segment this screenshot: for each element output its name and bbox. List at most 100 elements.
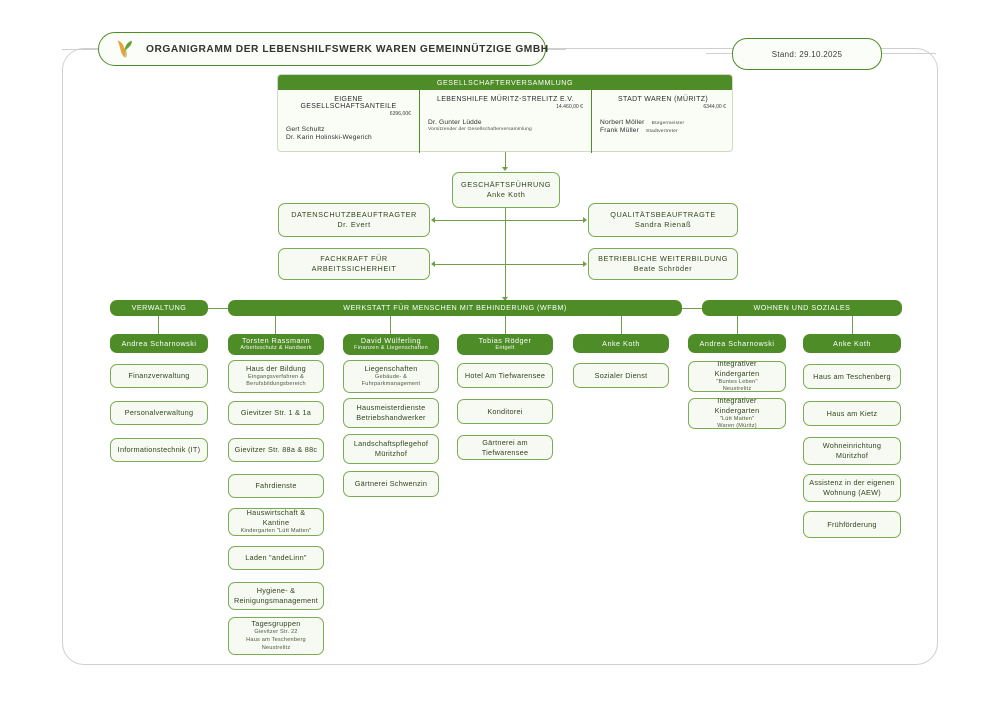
person-name: Frank Müller <box>600 127 640 134</box>
box-title: GESCHÄFTSFÜHRUNG <box>461 180 551 190</box>
box-fachkraft-arbeitssicherheit[interactable]: FACHKRAFT FÜR ARBEITSSICHERHEIT <box>278 248 430 280</box>
shareholder-amount: 6396,00€ <box>389 111 411 117</box>
unit-title-2: Müritzhof <box>835 451 869 460</box>
butterfly-leaf-logo-icon <box>117 40 132 58</box>
unit-fahrdienste[interactable]: Fahrdienste <box>228 474 324 498</box>
connector-ceo-spine <box>505 208 506 300</box>
unit-title: Informationstechnik (IT) <box>117 445 201 455</box>
lead-torsten-rassmann[interactable]: Torsten Rassmann Arbeitsschutz & Handwer… <box>228 334 324 355</box>
connector-division-to-lead <box>737 316 738 334</box>
connector-division-to-lead <box>275 316 276 334</box>
box-title: FACHKRAFT FÜR ARBEITSSICHERHEIT <box>311 254 397 273</box>
shareholder-people: Norbert Möller Bürgermeister Frank Mülle… <box>600 119 726 134</box>
box-title: BETRIEBLICHE WEITERBILDUNG <box>598 254 728 264</box>
unit-informationstechnik[interactable]: Informationstechnik (IT) <box>110 438 208 462</box>
lead-verwaltung[interactable]: Andrea Scharnowski <box>110 334 208 353</box>
connector-ceo-to-weiterbildung <box>505 264 584 265</box>
shareholder-person: Vorsitzender der Gesellschafterversammlu… <box>428 127 583 132</box>
shareholder-person: Dr. Karin Holinski-Wegerich <box>286 134 411 141</box>
box-qualitaetsbeauftragte[interactable]: QUALITÄTSBEAUFTRAGTE Sandra Rienaß <box>588 203 738 237</box>
shareholder-person: Frank Müller Stadtvertreter <box>600 127 726 134</box>
box-person: Anke Koth <box>486 190 526 199</box>
unit-title: Hotel Am Tiefwarensee <box>464 370 546 380</box>
unit-haus-der-bildung[interactable]: Haus der Bildung Eingangsverfahren & Ber… <box>228 360 324 393</box>
unit-title: Sozialer Dienst <box>594 370 648 380</box>
unit-gaertnerei-schwenzin[interactable]: Gärtnerei Schwenzin <box>343 471 439 497</box>
title-pill-right-stub <box>544 49 566 50</box>
lead-name: Andrea Scharnowski <box>699 338 775 348</box>
unit-hygiene-reinigungsmanagement[interactable]: Hygiene- & Reinigungsmanagement <box>228 582 324 610</box>
shareholder-column-lebenshilfe: LEBENSHILFE MÜRITZ-STRELITZ E.V. 14.460,… <box>419 90 591 153</box>
box-betriebliche-weiterbildung[interactable]: BETRIEBLICHE WEITERBILDUNG Beate Schröde… <box>588 248 738 280</box>
connector-ceo-to-qualitaet <box>505 220 584 221</box>
lead-anke-koth-wfbm[interactable]: Anke Koth <box>573 334 669 353</box>
unit-haus-am-teschenberg[interactable]: Haus am Teschenberg <box>803 364 901 389</box>
unit-tagesgruppen[interactable]: Tagesgruppen Gievitzer Str. 22 Haus am T… <box>228 617 324 655</box>
unit-title: Integrativer Kindergarten <box>714 358 760 378</box>
lead-role: Arbeitsschutz & Handwerk <box>240 345 312 352</box>
connector-shareholders-to-ceo <box>505 152 506 168</box>
lead-name: Anke Koth <box>602 338 640 348</box>
unit-hausmeisterdienste[interactable]: Hausmeisterdienste Betriebshandwerker <box>343 398 439 428</box>
person-name: Dr. Karin Holinski-Wegerich <box>286 134 372 141</box>
unit-fruehfoerderung[interactable]: Frühförderung <box>803 511 901 538</box>
unit-title: Gärtnerei am Tiefwarensee <box>481 437 529 457</box>
division-wfbm[interactable]: WERKSTATT FÜR MENSCHEN MIT BEHINDERUNG (… <box>228 300 682 316</box>
stand-pill-left-stub <box>706 53 734 54</box>
unit-gievitzer-88[interactable]: Gievitzer Str. 88a & 88c <box>228 438 324 462</box>
unit-title-2: Reinigungsmanagement <box>233 596 319 605</box>
unit-title: Assistenz in der eigenen <box>809 478 895 488</box>
unit-konditorei[interactable]: Konditorei <box>457 399 553 424</box>
box-person: Sandra Rienaß <box>634 220 692 229</box>
connector-arrow-down <box>502 297 508 301</box>
unit-sub: Neustrelitz <box>722 386 752 393</box>
box-person: Dr. Evert <box>337 220 371 229</box>
connector-division-to-lead <box>390 316 391 334</box>
unit-laden-andelinn[interactable]: Laden "andeLinn" <box>228 546 324 570</box>
title-pill-left-stub <box>62 49 100 50</box>
division-verwaltung[interactable]: VERWALTUNG <box>110 300 208 316</box>
box-datenschutzbeauftragter[interactable]: DATENSCHUTZBEAUFTRAGTER Dr. Evert <box>278 203 430 237</box>
connector-arrow-left <box>431 261 435 267</box>
page-title-pill: ORGANIGRAMM DER LEBENSHILFSWERK WAREN GE… <box>98 32 549 66</box>
lead-andrea-scharnowski-wohnen[interactable]: Andrea Scharnowski <box>688 334 786 353</box>
lead-tobias-roedger[interactable]: Tobias Rödger Entgelt <box>457 334 553 355</box>
unit-wohneinrichtung-muritzhof[interactable]: Wohneinrichtung Müritzhof <box>803 437 901 465</box>
lead-anke-koth-wohnen[interactable]: Anke Koth <box>803 334 901 353</box>
unit-finanzverwaltung[interactable]: Finanzverwaltung <box>110 364 208 388</box>
unit-hauswirtschaft-kantine[interactable]: Hauswirtschaft & Kantine Kindergarten "L… <box>228 508 324 536</box>
unit-title: Hausmeisterdienste <box>356 403 426 413</box>
shareholder-people: Gert Schultz Dr. Karin Holinski-Wegerich <box>286 126 411 141</box>
stand-pill-right-stub <box>878 53 936 54</box>
shareholder-title: EIGENE GESELLSCHAFTSANTEILE <box>300 96 397 110</box>
page-title: ORGANIGRAMM DER LEBENSHILFSWERK WAREN GE… <box>146 43 549 55</box>
lead-david-wuelferling[interactable]: David Wülferling Finanzen & Liegenschaft… <box>343 334 439 355</box>
unit-haus-am-kietz[interactable]: Haus am Kietz <box>803 401 901 426</box>
unit-kindergarten-buntes-leben[interactable]: Integrativer Kindergarten "Buntes Leben"… <box>688 358 786 393</box>
lead-role: Finanzen & Liegenschaften <box>353 345 429 352</box>
unit-assistenz-eigene-wohnung[interactable]: Assistenz in der eigenen Wohnung (AEW) <box>803 474 901 502</box>
unit-sub: Eingangsverfahren & <box>247 373 305 380</box>
unit-title: Hygiene- & <box>256 586 296 596</box>
box-geschaeftsfuehrung[interactable]: GESCHÄFTSFÜHRUNG Anke Koth <box>452 172 560 208</box>
shareholder-people: Dr. Gunter Lüdde Vorsitzender der Gesell… <box>428 119 583 132</box>
unit-landschaftspflegehof[interactable]: Landschaftspflegehof Müritzhof <box>343 434 439 464</box>
unit-title: Gievitzer Str. 88a & 88c <box>234 445 318 455</box>
shareholder-amount: 6344,00 € <box>703 104 726 110</box>
lead-name: David Wülferling <box>360 336 422 346</box>
unit-liegenschaften[interactable]: Liegenschaften Gebäude- & Fuhrparkmanage… <box>343 360 439 393</box>
unit-hotel-am-tiefwarensee[interactable]: Hotel Am Tiefwarensee <box>457 363 553 388</box>
division-wohnen-soziales[interactable]: WOHNEN UND SOZIALES <box>702 300 902 316</box>
stand-date-label: Stand: 29.10.2025 <box>771 49 843 59</box>
unit-gievitzer-1[interactable]: Gievitzer Str. 1 & 1a <box>228 401 324 425</box>
person-name: Gert Schultz <box>286 126 325 133</box>
unit-kindergarten-luett-matten[interactable]: Integrativer Kindergarten "Lütt Matten" … <box>688 396 786 429</box>
unit-gaertnerei-am-tiefwarensee[interactable]: Gärtnerei am Tiefwarensee <box>457 435 553 460</box>
unit-sozialer-dienst[interactable]: Sozialer Dienst <box>573 363 669 388</box>
unit-personalverwaltung[interactable]: Personalverwaltung <box>110 401 208 425</box>
person-role: Vorsitzender der Gesellschafterversammlu… <box>428 127 532 132</box>
connector-division-to-lead <box>505 316 506 334</box>
unit-title-2: Betriebshandwerker <box>356 413 426 422</box>
connector-verwaltung-wfbm <box>208 308 228 309</box>
connector-arrow-down <box>502 167 508 171</box>
